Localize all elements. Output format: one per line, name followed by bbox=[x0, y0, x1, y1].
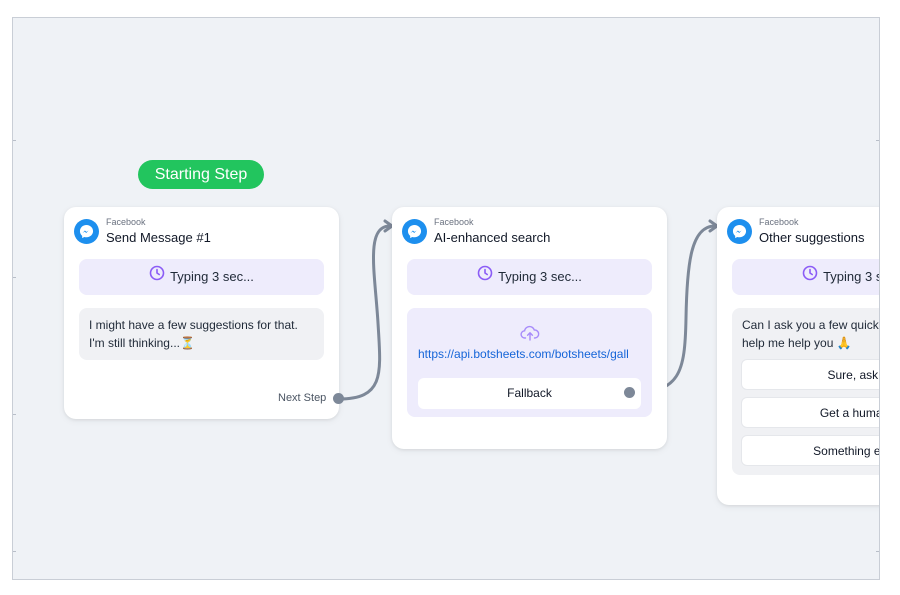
message-text: I might have a few suggestions for that.… bbox=[89, 318, 298, 350]
cloud-upload-icon bbox=[520, 325, 540, 346]
typing-indicator[interactable]: Typing 3 sec... bbox=[407, 259, 652, 295]
messenger-icon bbox=[727, 219, 752, 244]
platform-label: Facebook bbox=[759, 217, 799, 227]
flow-step-card-ai-search[interactable]: Facebook AI-enhanced search Typing 3 sec… bbox=[392, 207, 667, 449]
fallback-port[interactable] bbox=[624, 387, 635, 398]
step-title: AI-enhanced search bbox=[434, 230, 551, 245]
typing-label: Typing 3 sec... bbox=[170, 269, 254, 284]
starting-step-badge: Starting Step bbox=[138, 160, 264, 189]
clock-icon bbox=[477, 259, 493, 295]
message-bubble[interactable]: I might have a few suggestions for that.… bbox=[79, 308, 324, 360]
messenger-icon bbox=[74, 219, 99, 244]
card-header: Facebook Send Message #1 bbox=[74, 217, 334, 247]
next-step-label: Next Step bbox=[278, 392, 327, 404]
card-header: Facebook Other suggestions bbox=[727, 217, 879, 247]
flow-canvas[interactable]: Starting Step Facebook Send Message #1 T… bbox=[12, 17, 880, 580]
typing-label: Typing 3 sec... bbox=[823, 269, 879, 284]
platform-label: Facebook bbox=[106, 217, 146, 227]
canvas-edge-tick bbox=[13, 277, 16, 278]
card-header: Facebook AI-enhanced search bbox=[402, 217, 662, 247]
message-text-wrap: Can I ask you a few quick questions to h… bbox=[742, 316, 879, 352]
canvas-edge-tick bbox=[13, 551, 16, 552]
canvas-edge-tick bbox=[13, 140, 16, 141]
clock-icon bbox=[802, 259, 818, 295]
typing-label: Typing 3 sec... bbox=[498, 269, 582, 284]
typing-indicator[interactable]: Typing 3 sec... bbox=[732, 259, 879, 295]
step-title: Send Message #1 bbox=[106, 230, 211, 245]
quick-reply-button[interactable]: Sure, ask! bbox=[741, 359, 879, 390]
gallery-url-link[interactable]: https://api.botsheets.com/botsheets/gall bbox=[418, 347, 629, 361]
gallery-block[interactable]: https://api.botsheets.com/botsheets/gall… bbox=[407, 308, 652, 417]
canvas-edge-tick bbox=[876, 551, 879, 552]
flow-step-card-send-message[interactable]: Facebook Send Message #1 Typing 3 sec...… bbox=[64, 207, 344, 419]
fallback-button[interactable]: Fallback bbox=[418, 378, 641, 409]
clock-icon bbox=[149, 259, 165, 295]
step-title: Other suggestions bbox=[759, 230, 865, 245]
canvas-edge-tick bbox=[13, 414, 16, 415]
hourglass-emoji: ⏳ bbox=[179, 336, 195, 350]
canvas-edge-tick bbox=[876, 140, 879, 141]
next-step-port[interactable] bbox=[333, 393, 344, 404]
platform-label: Facebook bbox=[434, 217, 474, 227]
quick-reply-button[interactable]: Get a human bbox=[741, 397, 879, 428]
pray-emoji: 🙏 bbox=[836, 336, 852, 350]
message-with-quick-replies[interactable]: Can I ask you a few quick questions to h… bbox=[732, 308, 879, 475]
message-text: Can I ask you a few quick questions to h… bbox=[742, 318, 879, 350]
quick-reply-button[interactable]: Something else bbox=[741, 435, 879, 466]
flow-step-card-other-suggestions[interactable]: Facebook Other suggestions Typing 3 sec.… bbox=[717, 207, 879, 505]
connector-card1-to-card2[interactable] bbox=[337, 224, 392, 401]
typing-indicator[interactable]: Typing 3 sec... bbox=[79, 259, 324, 295]
messenger-icon bbox=[402, 219, 427, 244]
